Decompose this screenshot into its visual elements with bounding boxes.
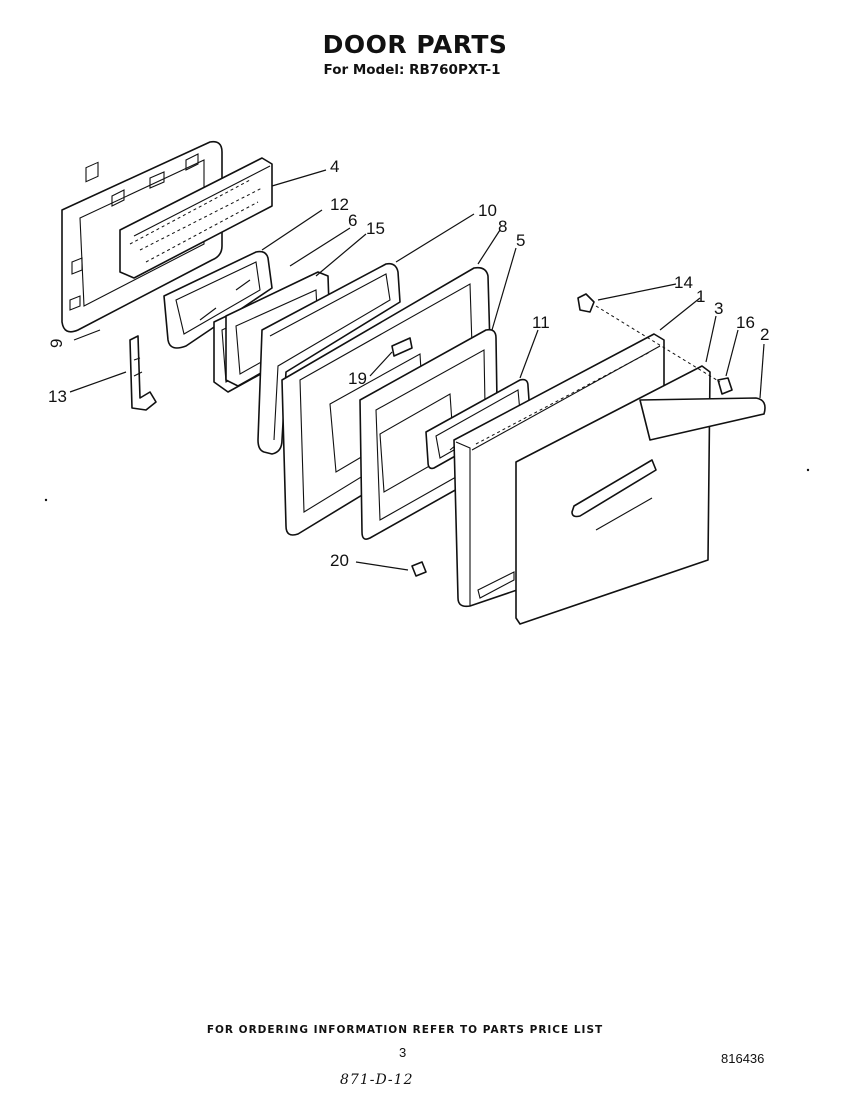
part-2-trim-strip [639, 397, 766, 441]
registration-dot [806, 468, 810, 472]
ordering-note: FOR ORDERING INFORMATION REFER TO PARTS … [206, 1024, 604, 1036]
callout-1: 1 [696, 287, 705, 306]
model-subtitle: For Model: RB760PXT-1 [323, 62, 501, 78]
part-4-insulation [119, 157, 273, 279]
registration-dot [44, 498, 48, 502]
part-20-screw [411, 561, 427, 577]
leader-lines [69, 169, 765, 571]
callout-10: 10 [478, 201, 497, 220]
handwritten-note: 871-D-12 [340, 1072, 414, 1088]
part-14-bumper [577, 293, 721, 383]
page-number: 3 [399, 1045, 407, 1060]
part-19-bracket [391, 337, 413, 357]
document-id: 816436 [721, 1051, 765, 1066]
part-16-end-cap [717, 377, 733, 395]
callout-15: 15 [366, 219, 385, 238]
callout-4: 4 [330, 157, 339, 176]
callout-3: 3 [714, 299, 723, 318]
part-10-gasket [257, 262, 401, 455]
part-12-window-glass [163, 250, 273, 349]
callout-19: 19 [348, 369, 367, 388]
callout-16: 16 [736, 313, 755, 332]
callout-2: 2 [760, 325, 769, 344]
callout-6: 6 [348, 211, 357, 230]
callout-12: 12 [330, 195, 349, 214]
callout-20: 20 [330, 551, 349, 570]
page-title: DOOR PARTS [322, 30, 508, 59]
callout-11: 11 [532, 313, 550, 332]
callout-13: 13 [48, 387, 67, 406]
callout-5: 5 [516, 231, 525, 250]
callout-8: 8 [498, 217, 507, 236]
callout-14: 14 [674, 273, 693, 292]
part-13-hinge [129, 335, 157, 411]
callout-9: 9 [47, 339, 66, 348]
